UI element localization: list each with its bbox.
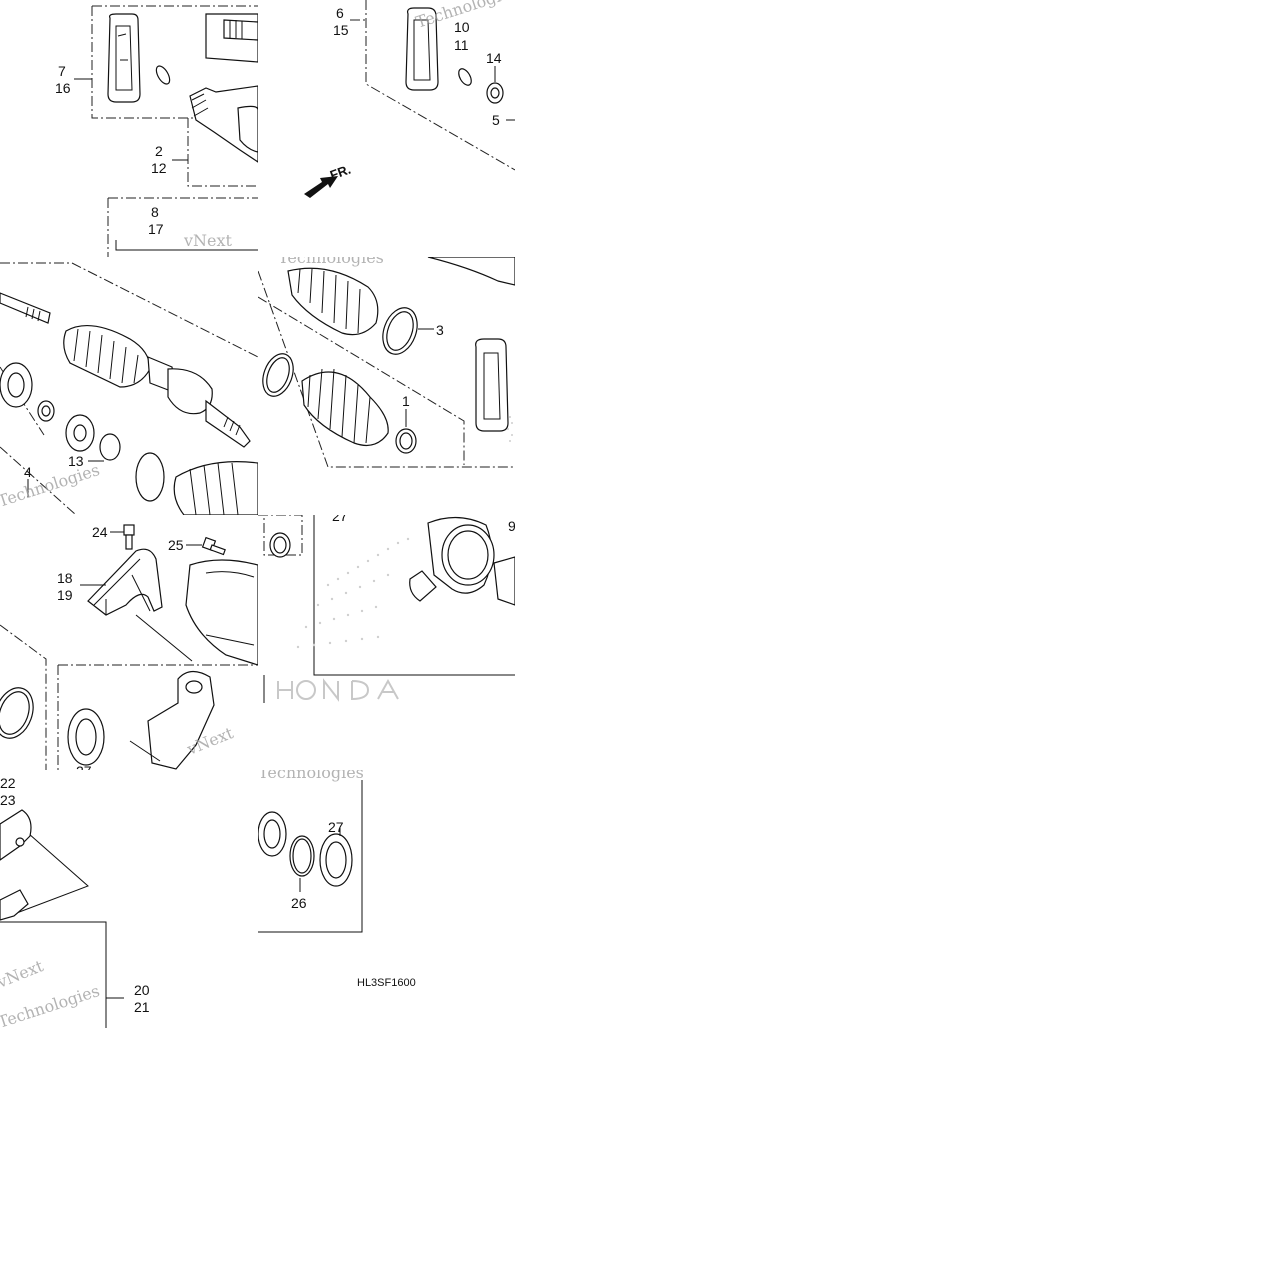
callout-27-seal: 27 [328, 819, 344, 835]
callout-20: 20 [134, 982, 150, 998]
callout-6: 6 [336, 5, 344, 21]
oil-seal-part [319, 833, 353, 887]
splined-shaft-part [205, 13, 258, 63]
diagram-tile-bottom-left: 22 23 20 21 vNext Technologies [0, 770, 258, 1028]
drive-shaft-part [0, 292, 251, 448]
knuckle-cover-part [185, 559, 258, 666]
callout-27-lower-left: 27 [76, 763, 92, 770]
callout-8: 8 [151, 204, 159, 220]
diagram-tile-seals: 27 26 Technologies [258, 770, 365, 935]
watermark-text-4: Technologies [278, 257, 384, 267]
callout-22: 22 [0, 775, 16, 791]
callout-14: 14 [486, 50, 502, 66]
hub-components-part [0, 362, 121, 461]
callout-9: 9 [508, 518, 515, 534]
callout-10: 10 [454, 19, 470, 35]
oil-seal-part [258, 811, 287, 857]
callout-11: 11 [454, 37, 469, 53]
callout-3: 3 [436, 322, 444, 338]
cv-joint-outer-part [189, 85, 258, 163]
diagram-code-label: HL3SF1600 [357, 977, 416, 989]
watermark-text-7: Technologies [0, 981, 102, 1028]
bolt-24-part [123, 524, 135, 550]
steering-knuckle-part [129, 670, 215, 770]
front-direction-arrow-icon: FR. [304, 162, 353, 198]
brand-watermark-halftone [296, 537, 410, 649]
diagram-tile-top-middle: FR. 6 15 10 11 14 5 Technologies [258, 0, 515, 257]
callout-24: 24 [92, 524, 108, 540]
callout-26: 26 [291, 895, 307, 911]
callout-27-top: 27 [332, 515, 348, 524]
callout-17: 17 [148, 221, 164, 237]
watermark-text-6: vNext [0, 956, 46, 992]
snap-ring-part [289, 835, 315, 877]
watermark-text-1: vNext [183, 231, 233, 250]
shaft-guard-part [87, 548, 163, 616]
diagram-tile-top-left: 7 16 2 12 8 17 vNext [0, 0, 258, 257]
steering-knuckle-part [409, 516, 515, 606]
callout-21: 21 [134, 999, 150, 1015]
callout-7: 7 [58, 63, 66, 79]
bolt-25-part [201, 536, 226, 556]
callout-5: 5 [492, 112, 500, 128]
callout-1: 1 [402, 393, 410, 409]
cv-boot-part [287, 257, 515, 336]
callout-19: 19 [57, 587, 73, 603]
callout-4: 4 [24, 464, 32, 480]
cv-boot-part [301, 368, 389, 446]
callout-18: 18 [57, 570, 73, 586]
callout-2: 2 [155, 143, 163, 159]
callout-16: 16 [55, 80, 71, 96]
grease-packet-part [107, 13, 141, 103]
boot-clamp-part [262, 307, 418, 454]
watermark-text-8: Technologies [258, 770, 364, 782]
watermark-text-3: Technologies [0, 460, 102, 511]
callout-25: 25 [168, 537, 184, 553]
diagram-tile-lower-center: 27 9 [258, 515, 515, 704]
diagram-tile-lower-left: 24 25 18 19 27 vNext [0, 515, 258, 770]
diagram-tile-center: 3 1 Technologies [258, 257, 515, 515]
callout-13: 13 [68, 453, 84, 469]
brand-logo-outline [277, 678, 399, 702]
cv-boot-part [135, 452, 258, 515]
callout-23: 23 [0, 792, 16, 808]
grease-packet-part [475, 338, 509, 432]
diagram-tile-middle-left: 13 4 Technologies [0, 257, 258, 515]
oil-seal-part [67, 708, 105, 766]
halftone-shading [507, 416, 513, 442]
knuckle-bracket-part [0, 809, 32, 921]
grease-packet-part [405, 7, 439, 91]
callout-15: 15 [333, 22, 349, 38]
front-arrow-label: FR. [328, 162, 353, 183]
callout-12: 12 [151, 160, 167, 176]
